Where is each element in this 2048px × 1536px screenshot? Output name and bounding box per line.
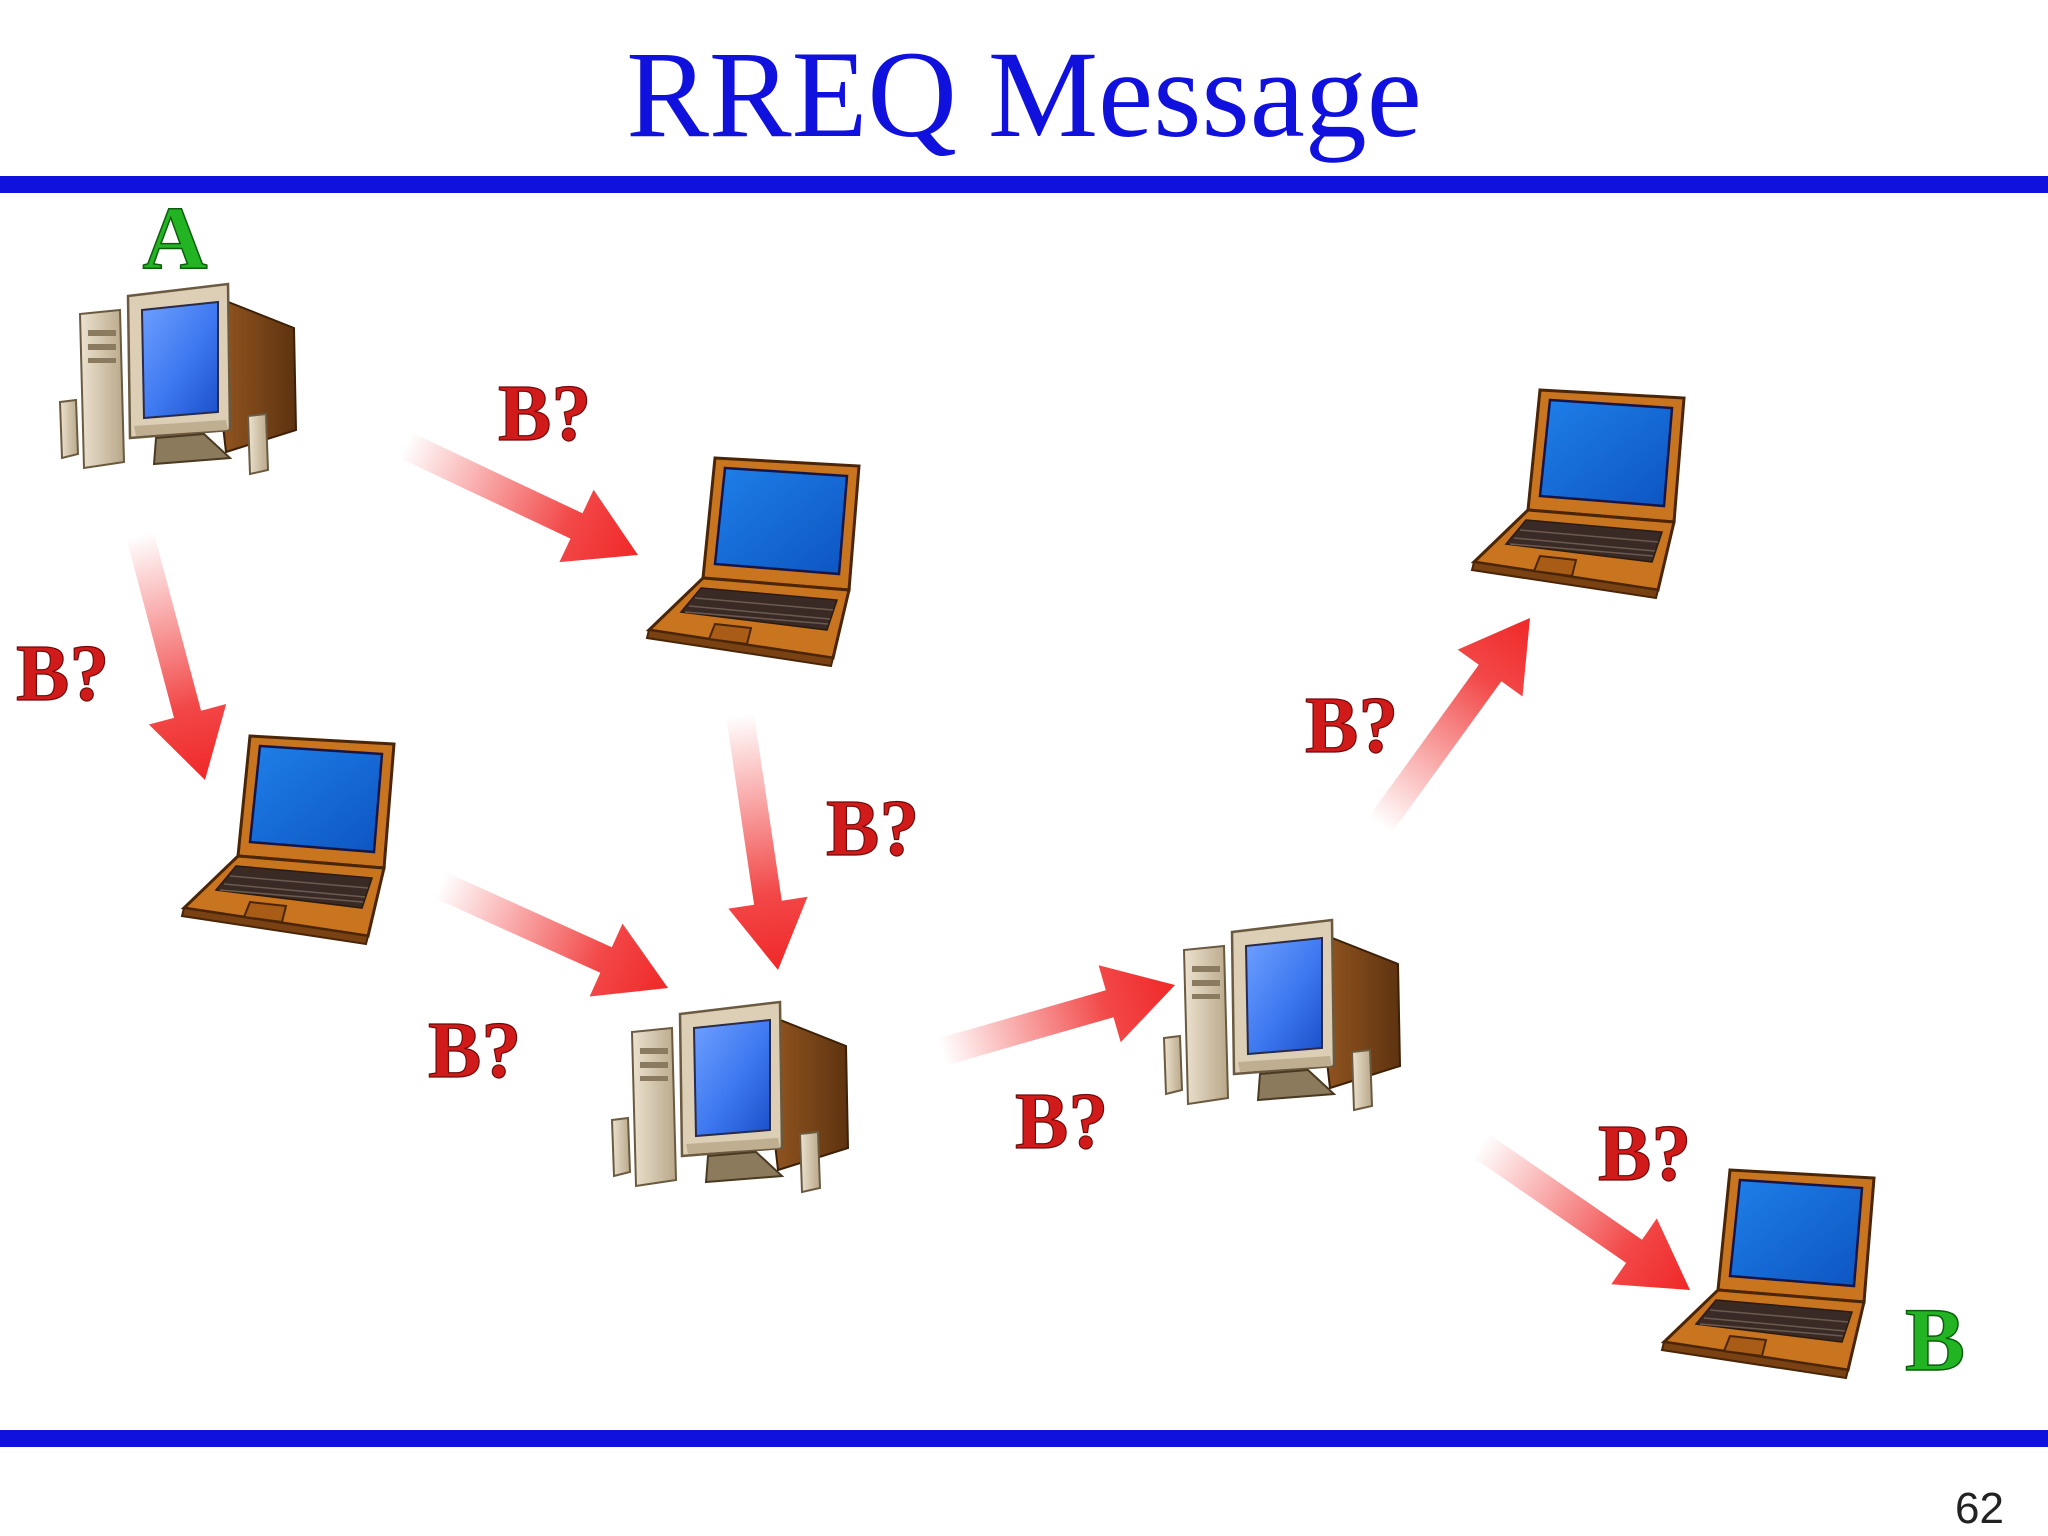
query-label: B?	[1015, 1078, 1108, 1166]
laptop-icon	[1470, 388, 1686, 600]
rreq-arrow-A-to-n2	[126, 531, 227, 780]
query-label: B?	[428, 1007, 521, 1095]
rreq-arrow-n3-to-n4	[938, 965, 1175, 1066]
laptop-icon	[180, 734, 396, 946]
desktop-computer-icon	[58, 282, 298, 476]
rreq-arrow-A-to-n1	[399, 432, 638, 563]
footer-divider	[0, 1430, 2048, 1447]
laptop-icon	[1660, 1168, 1876, 1380]
slide-title: RREQ Message	[626, 26, 1422, 163]
query-label: B?	[826, 785, 919, 873]
desktop-computer-icon	[610, 1000, 850, 1194]
rreq-arrow-n4-to-B	[1472, 1133, 1690, 1290]
source-node-label: A	[143, 189, 208, 288]
query-label: B?	[498, 370, 591, 458]
page-number: 62	[1955, 1484, 2004, 1533]
desktop-computer-icon	[1162, 918, 1402, 1112]
rreq-arrow-n2-to-n3	[726, 712, 808, 970]
query-label: B?	[16, 630, 109, 718]
title-divider	[0, 176, 2048, 193]
destination-node-label: B	[1905, 1291, 1965, 1390]
rreq-arrow-n1-to-n3	[434, 872, 668, 997]
query-label: B?	[1598, 1110, 1691, 1198]
laptop-icon	[645, 456, 861, 668]
message-labels: B? B? B? B? B? B? B? A B	[15, 188, 1965, 1391]
rreq-arrow-n4-to-n5	[1368, 618, 1530, 834]
message-arrows	[126, 432, 1690, 1290]
query-label: B?	[1305, 682, 1398, 770]
